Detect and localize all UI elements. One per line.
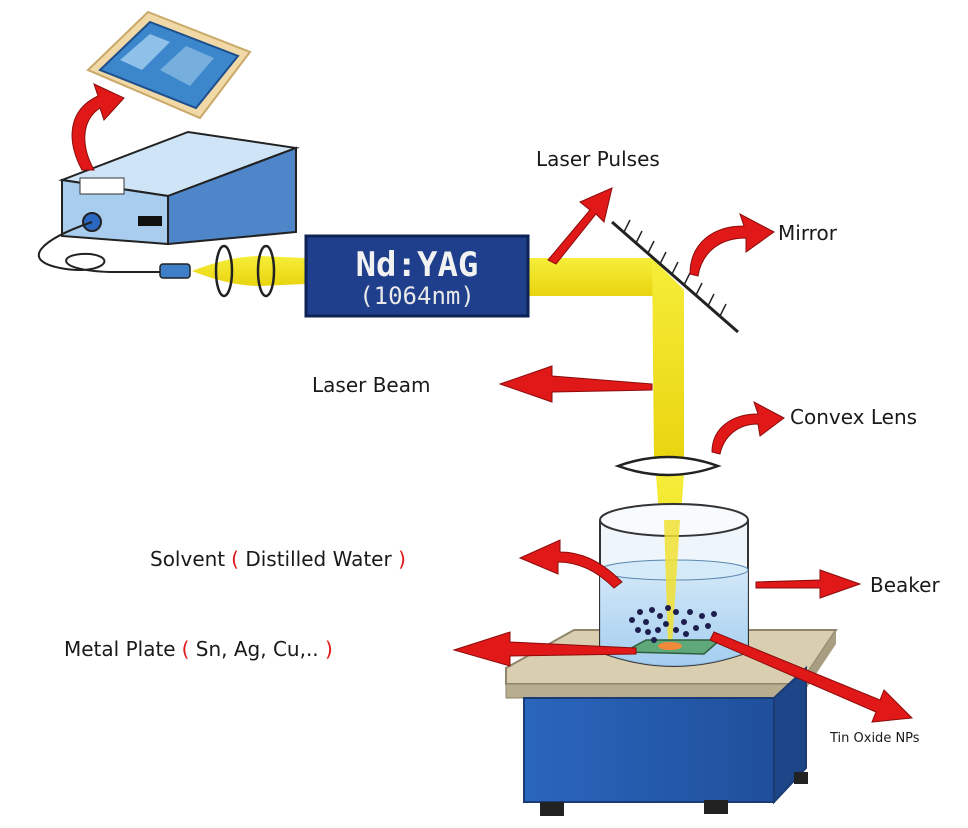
arrow-laser-beam bbox=[498, 365, 653, 403]
laser-head: Nd:YAG (1064nm) bbox=[304, 234, 530, 318]
power-cable bbox=[37, 221, 160, 273]
solvent-detail: Distilled Water bbox=[239, 547, 398, 571]
nanoparticles bbox=[629, 605, 717, 643]
laser-wavelength: (1064nm) bbox=[359, 282, 475, 310]
laser-controller-box bbox=[58, 130, 300, 246]
plate-text: Metal Plate bbox=[64, 637, 176, 661]
coupling-lens-2 bbox=[256, 244, 276, 298]
tablet-monitor-icon bbox=[86, 10, 252, 120]
label-solvent: Solvent( Distilled Water ) bbox=[150, 547, 406, 571]
label-tin-oxide-nps: Tin Oxide NPs bbox=[829, 731, 920, 746]
mirror bbox=[611, 219, 739, 334]
solvent-open-paren: ( bbox=[231, 547, 239, 571]
arrows bbox=[71, 83, 914, 723]
plate-open-paren: ( bbox=[182, 637, 190, 661]
label-convex-lens: Convex Lens bbox=[790, 405, 917, 429]
laser-name: Nd:YAG bbox=[356, 245, 479, 285]
arrow-metal-plate bbox=[452, 631, 637, 667]
plate-detail: Sn, Ag, Cu,.. bbox=[189, 637, 325, 661]
input-beam bbox=[192, 256, 305, 286]
arrow-beaker bbox=[755, 569, 862, 599]
label-metal-plate: Metal Plate( Sn, Ag, Cu,.. ) bbox=[64, 637, 333, 661]
label-laser-beam: Laser Beam bbox=[312, 373, 430, 397]
arrow-to-tablet bbox=[71, 83, 125, 171]
label-laser-pulses: Laser Pulses bbox=[536, 147, 660, 171]
label-mirror: Mirror bbox=[778, 221, 838, 245]
label-beaker: Beaker bbox=[870, 573, 940, 597]
arrow-mirror bbox=[689, 212, 775, 277]
coupling-lens-1 bbox=[214, 244, 234, 298]
solvent-close-paren: ) bbox=[398, 547, 406, 571]
solvent-text: Solvent bbox=[150, 547, 225, 571]
arrow-tin-oxide bbox=[709, 631, 914, 723]
arrow-laser-pulses bbox=[547, 187, 613, 265]
focused-beam-in-liquid bbox=[664, 520, 680, 646]
laser-beam-vertical bbox=[652, 258, 684, 460]
beaker bbox=[599, 503, 749, 667]
arrow-convex-lens bbox=[711, 400, 785, 455]
fiber-connector bbox=[159, 263, 191, 279]
laser-beam-horizontal bbox=[528, 258, 684, 296]
plate-close-paren: ) bbox=[325, 637, 333, 661]
convex-lens bbox=[614, 455, 722, 477]
arrow-solvent bbox=[518, 539, 623, 589]
